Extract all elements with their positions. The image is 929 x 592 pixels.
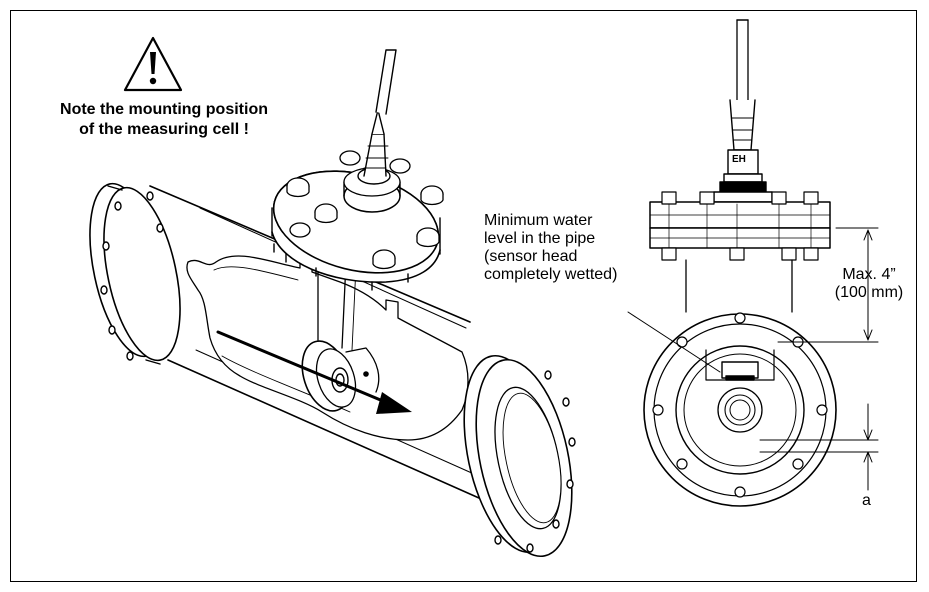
right-angle-marker xyxy=(345,347,380,393)
mounting-note-line2: of the measuring cell ! xyxy=(79,121,249,138)
water-level-line4: completely wetted) xyxy=(484,266,618,283)
flow-direction-arrow xyxy=(216,330,412,414)
warning-triangle-icon xyxy=(123,36,183,92)
mounting-note-line1: Note the mounting position xyxy=(60,101,268,118)
distance-a-dimension xyxy=(759,403,879,491)
sensor-logo: EH xyxy=(732,154,746,165)
water-level-line1: Minimum water xyxy=(484,212,593,229)
distance-a-label: a xyxy=(862,492,871,509)
max-distance-line1: Max. 4” xyxy=(842,266,896,283)
pipe-front-view xyxy=(627,19,879,507)
sensor-cable xyxy=(363,49,397,177)
max-distance-line2: (100 mm) xyxy=(834,284,904,301)
water-level-note: Minimum water level in the pipe (sensor … xyxy=(484,212,644,284)
right-flange xyxy=(463,354,576,558)
sensor-mounting-flange xyxy=(271,150,444,291)
left-flange xyxy=(89,182,181,365)
max-distance-dimension xyxy=(777,227,879,343)
mounting-note: Note the mounting position of the measur… xyxy=(36,100,292,140)
max-distance-label: Max. 4” (100 mm) xyxy=(824,266,914,302)
water-level-line2: level in the pipe xyxy=(484,230,596,247)
figure-frame xyxy=(10,10,917,582)
pipe-isometric-view xyxy=(89,49,576,558)
water-level-line3: (sensor head xyxy=(484,248,578,265)
